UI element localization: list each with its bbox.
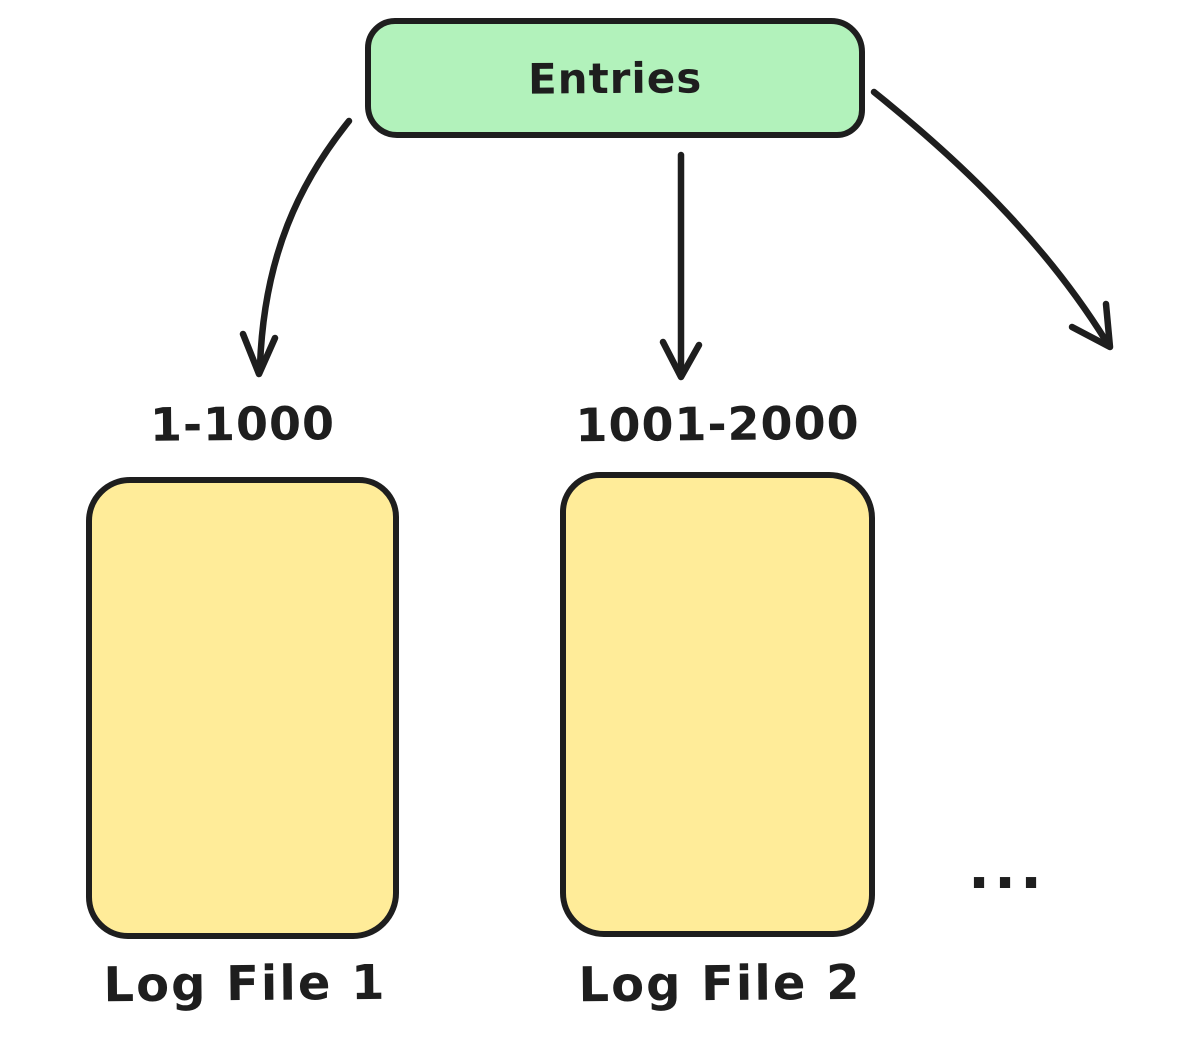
log-file-2-node xyxy=(560,472,875,937)
entries-node-label: Entries xyxy=(527,52,703,104)
log-file-2-range-label: 1001-2000 xyxy=(575,395,860,453)
arrow-entries-to-more-files xyxy=(870,88,1114,351)
log-file-2-label: Log File 2 xyxy=(578,954,862,1014)
log-file-1-label: Log File 1 xyxy=(103,954,387,1014)
entries-node: Entries xyxy=(365,18,865,138)
log-file-1-range-label: 1-1000 xyxy=(149,396,336,452)
log-file-1-node xyxy=(86,477,399,939)
arrow-entries-to-log-file-2 xyxy=(659,151,703,381)
more-files-ellipsis: ... xyxy=(967,834,1047,902)
arrow-entries-to-log-file-1 xyxy=(239,117,353,378)
